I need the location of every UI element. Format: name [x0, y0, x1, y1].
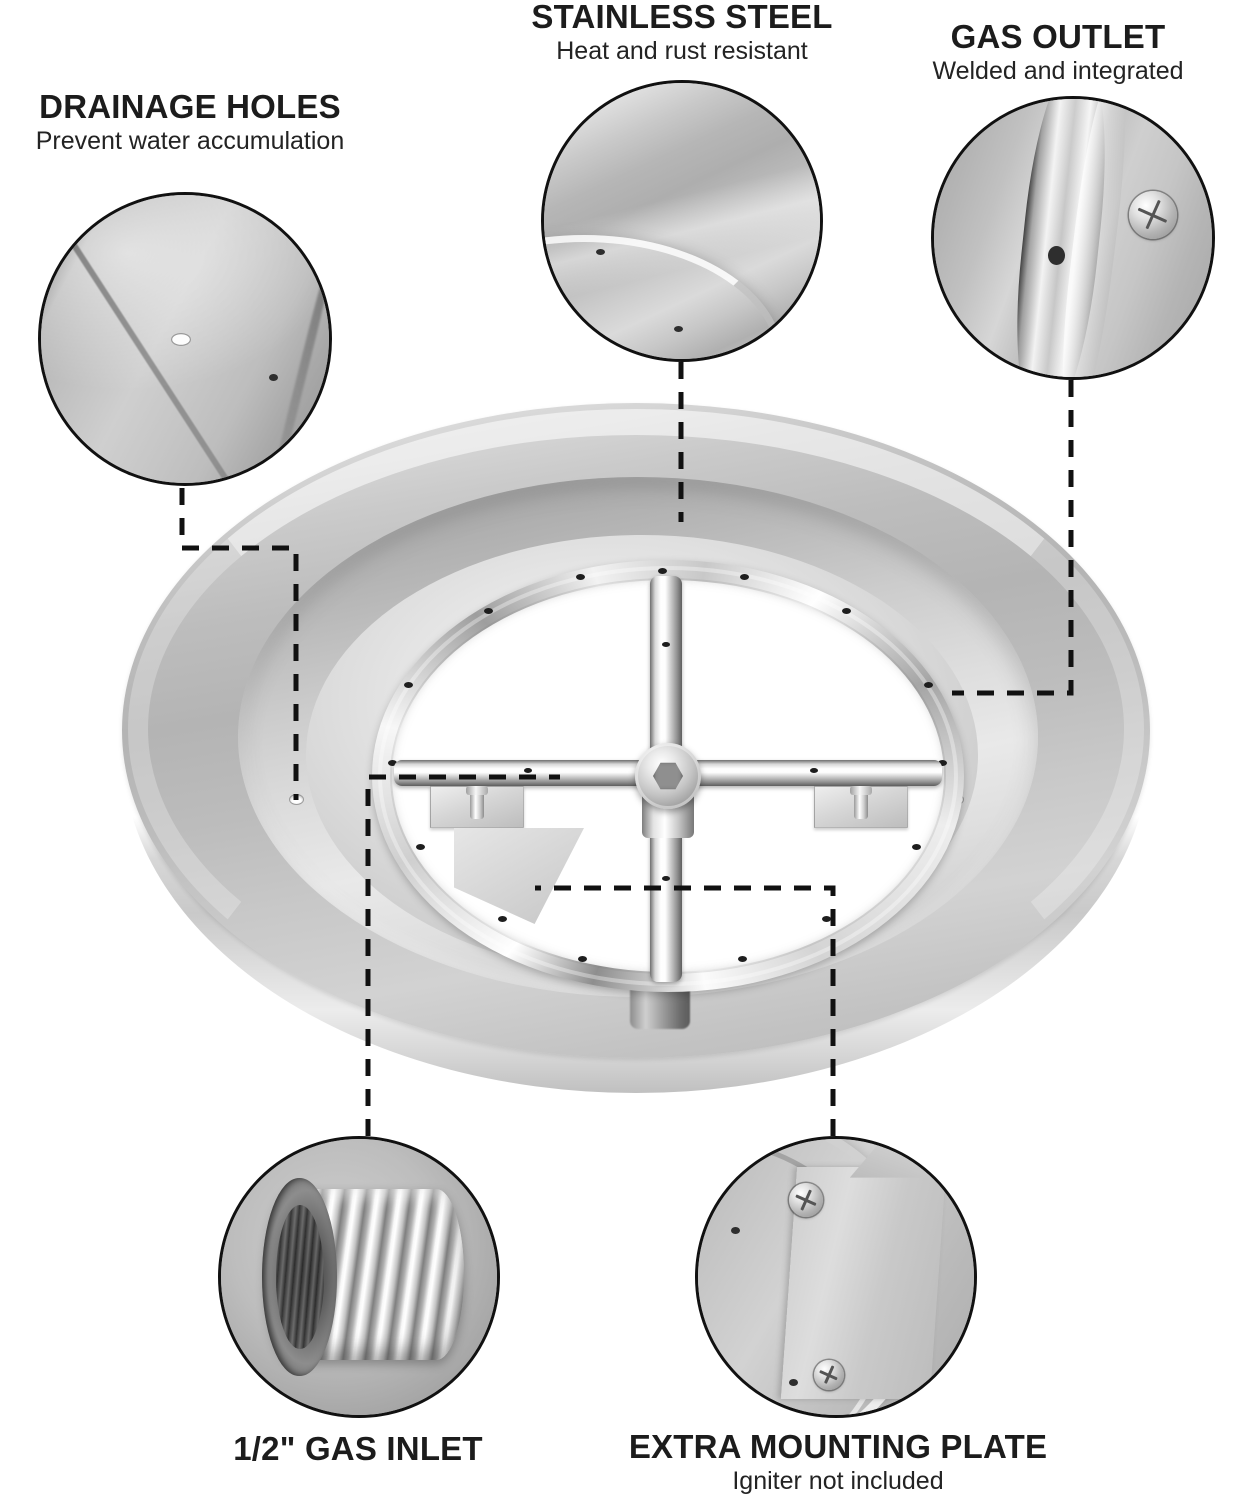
callout-subtitle: Prevent water accumulation — [35, 126, 345, 155]
burner-mounting-bracket-left — [430, 786, 524, 828]
burner-port — [740, 574, 749, 580]
callout-label-extra-mounting-plate: EXTRA MOUNTING PLATE Igniter not include… — [598, 1428, 1078, 1495]
spoke-port — [662, 876, 670, 881]
burner-port — [388, 760, 397, 766]
zoom-bubble-gas-inlet — [218, 1136, 500, 1418]
burner-port — [404, 682, 413, 688]
screw-icon — [813, 1359, 844, 1390]
bubble-image-gas-outlet — [934, 99, 1212, 377]
bracket-stud — [850, 786, 872, 819]
pan-drainage-hole-left — [290, 795, 303, 804]
callout-title: DRAINAGE HOLES — [39, 88, 341, 125]
callout-subtitle: Welded and integrated — [932, 56, 1184, 85]
callout-title: GAS OUTLET — [950, 18, 1166, 55]
bubble-image-drainage-holes — [41, 195, 329, 483]
burner-port — [924, 682, 933, 688]
callout-title: EXTRA MOUNTING PLATE — [628, 1428, 1048, 1465]
burner-ring-assembly — [372, 560, 964, 992]
bubble-image-gas-inlet — [221, 1139, 497, 1415]
spoke-port — [662, 642, 670, 647]
burner-port — [673, 325, 683, 332]
screw-icon — [1128, 190, 1177, 239]
burner-port — [658, 568, 667, 574]
drainage-hole — [170, 333, 191, 347]
gas-outlet-port — [1047, 246, 1065, 266]
burner-mounting-bracket-right — [814, 786, 908, 828]
callout-subtitle: Igniter not included — [732, 1466, 944, 1495]
spoke-port — [524, 768, 532, 773]
drainage-hole-small — [789, 1379, 799, 1387]
product-illustration-fire-pit-pan — [110, 395, 1160, 1095]
burner-port — [484, 608, 493, 614]
callout-title: 1/2" GAS INLET — [233, 1430, 483, 1467]
hex-socket-icon — [653, 762, 683, 790]
callout-label-drainage-holes: DRAINAGE HOLES Prevent water accumulatio… — [0, 88, 380, 155]
callout-label-gas-outlet: GAS OUTLET Welded and integrated — [880, 18, 1236, 85]
burner-port — [578, 956, 587, 962]
drainage-hole-small — [731, 1227, 741, 1235]
burner-port — [498, 916, 507, 922]
bowl-rim-arc — [544, 234, 785, 359]
threaded-bore — [262, 1177, 337, 1377]
burner-port — [576, 574, 585, 580]
burner-port — [596, 248, 606, 255]
spoke-port — [810, 768, 818, 773]
bubble-image-stainless-steel — [544, 83, 820, 359]
zoom-bubble-drainage-holes — [38, 192, 332, 486]
zoom-bubble-stainless-steel — [541, 80, 823, 362]
burner-port — [416, 844, 425, 850]
seam-line — [41, 195, 280, 483]
callout-title: STAINLESS STEEL — [531, 0, 833, 35]
zoom-bubble-extra-mounting-plate — [695, 1136, 977, 1418]
burner-port — [842, 608, 851, 614]
burner-center-hub — [635, 743, 701, 809]
burner-port — [738, 956, 747, 962]
seam-line-secondary — [265, 249, 329, 483]
callout-label-stainless-steel: STAINLESS STEEL Heat and rust resistant — [492, 0, 872, 64]
zoom-bubble-gas-outlet — [931, 96, 1215, 380]
screw-icon — [789, 1183, 824, 1218]
burner-port — [938, 760, 947, 766]
drainage-hole-small — [268, 373, 278, 381]
callout-label-gas-inlet: 1/2" GAS INLET — [178, 1430, 538, 1467]
bubble-image-extra-mounting-plate — [698, 1139, 974, 1415]
bracket-stud — [466, 786, 488, 819]
burner-port — [822, 916, 831, 922]
burner-port — [912, 844, 921, 850]
callout-subtitle: Heat and rust resistant — [556, 36, 808, 65]
